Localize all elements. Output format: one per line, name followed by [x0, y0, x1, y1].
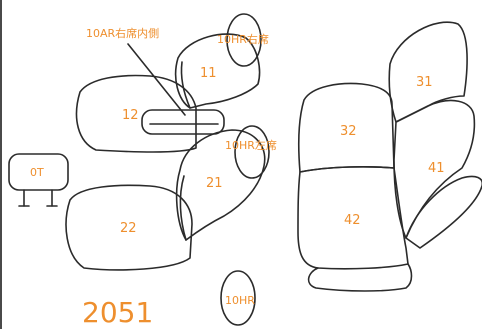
headrest-10hr-label: 10HR: [225, 294, 255, 307]
left-border: [0, 0, 2, 329]
headrest-10hr-left: 10HR左席: [225, 125, 277, 179]
headrest-10hr-right-label: 10HR右席: [217, 32, 269, 46]
armrest-10ar-callout: 10AR右席内側: [86, 26, 186, 116]
armrest-10ar-label: 10AR右席内側: [86, 26, 159, 40]
headrest-0t-label: 0T: [30, 166, 44, 179]
headrest-10hr-left-label: 10HR左席: [225, 138, 277, 152]
seat-32-cushion: 32: [298, 82, 395, 173]
seat-21-backrest: 21: [175, 129, 266, 241]
seat-42-label: 42: [344, 213, 361, 228]
seat-12-label: 12: [122, 108, 139, 123]
seat-11-label: 11: [200, 66, 217, 81]
seat-22-cushion: 22: [65, 184, 193, 271]
armrest-10ar: [141, 109, 225, 135]
diagram-code: 2051: [82, 296, 154, 329]
seat-31-backrest: 31: [388, 21, 468, 123]
seat-12-cushion: 12: [75, 74, 197, 153]
seat-21-label: 21: [206, 176, 223, 191]
seat-11-backrest: 11: [174, 33, 261, 109]
headrest-0t: 0T: [8, 153, 69, 207]
headrest-10hr-right: 10HR右席: [217, 13, 269, 67]
seat-32-label: 32: [340, 124, 357, 139]
seat-42-cushion: 42: [297, 166, 413, 292]
seat-22-label: 22: [120, 221, 137, 236]
seat-41-label: 41: [428, 161, 445, 176]
seat-41-backrest: 41: [393, 99, 482, 249]
headrest-10hr-bottom: 10HR: [220, 270, 256, 326]
seat-31-label: 31: [416, 75, 433, 90]
